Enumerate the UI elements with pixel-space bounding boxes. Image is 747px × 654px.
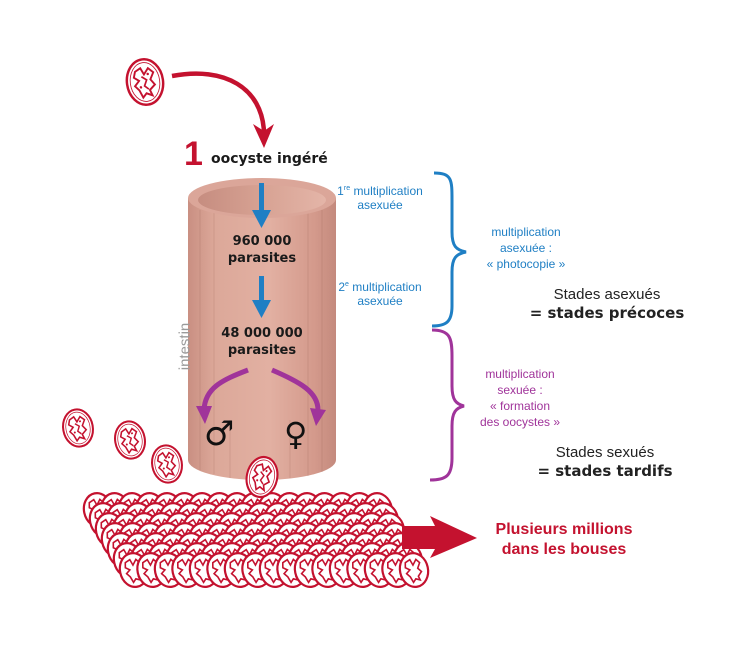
asexual-stages-label: Stades asexués = stades précoces (522, 286, 692, 323)
ordinal-suffix: re (343, 185, 351, 192)
oocyst-pile (79, 489, 433, 591)
male-symbol: ♂ (204, 414, 235, 454)
blue-arrow-1 (252, 183, 271, 228)
sexual-description: multiplication sexuée : « formation des … (470, 366, 570, 430)
ordinal-suffix: e (345, 281, 349, 288)
first-multiplication-label: 1re multiplication asexuée (327, 182, 433, 212)
count-value: 48 000 000 (221, 326, 303, 341)
desc-line: multiplication (485, 367, 555, 381)
result-line: Plusieurs millions (495, 521, 633, 538)
count-value: 960 000 (232, 234, 292, 249)
desc-line: sexuée : (497, 383, 543, 397)
ordinal: 1 (337, 184, 344, 198)
count-unit: parasites (227, 251, 297, 266)
blue-arrow-2 (252, 276, 271, 318)
stage-equivalence: = stades précoces (529, 304, 685, 322)
oocyst-icon (59, 405, 97, 451)
stage-name: Stades sexués (555, 444, 655, 461)
asexual-brace (431, 171, 467, 328)
sexual-brace (429, 328, 465, 482)
second-multiplication-label: 2e multiplication asexuée (327, 278, 433, 308)
step-line: asexuée (357, 294, 403, 308)
count-after-second-multiplication: 48 000 000 parasites (202, 325, 322, 359)
oocyst-icon (111, 417, 149, 463)
desc-line: des oocystes » (479, 415, 561, 429)
result-arrow (402, 516, 477, 558)
ordinal: 2 (338, 280, 346, 294)
stage-name: Stades asexués (553, 286, 661, 303)
result-label: Plusieurs millions dans les bouses (484, 520, 644, 560)
desc-line: « formation (489, 399, 551, 413)
stage-equivalence: = stades tardifs (537, 462, 673, 480)
step-line: asexuée (357, 198, 403, 212)
step-line: multiplication (352, 280, 422, 294)
result-line: dans les bouses (501, 541, 627, 558)
asexual-description: multiplication asexuée : « photocopie » (476, 224, 576, 272)
sexual-stages-label: Stades sexués = stades tardifs (530, 444, 680, 481)
count-unit: parasites (227, 343, 297, 358)
oocyst-icon (148, 441, 186, 487)
intestine-label: intestin (176, 322, 194, 371)
desc-line: multiplication (491, 225, 561, 239)
ingested-oocyst-label: oocyste ingéré (211, 151, 328, 167)
desc-line: « photocopie » (486, 257, 566, 271)
oocyst-count-number: 1 (184, 135, 203, 173)
step-line: multiplication (353, 184, 423, 198)
ingested-oocyst-icon (122, 55, 168, 109)
desc-line: asexuée : (499, 241, 553, 255)
purple-arrow-male (196, 367, 249, 424)
female-symbol: ♀ (284, 415, 308, 453)
purple-arrow-female (271, 367, 326, 426)
ingestion-arrow (171, 71, 274, 148)
count-after-first-multiplication: 960 000 parasites (212, 233, 312, 267)
intestine-cylinder (188, 178, 336, 480)
